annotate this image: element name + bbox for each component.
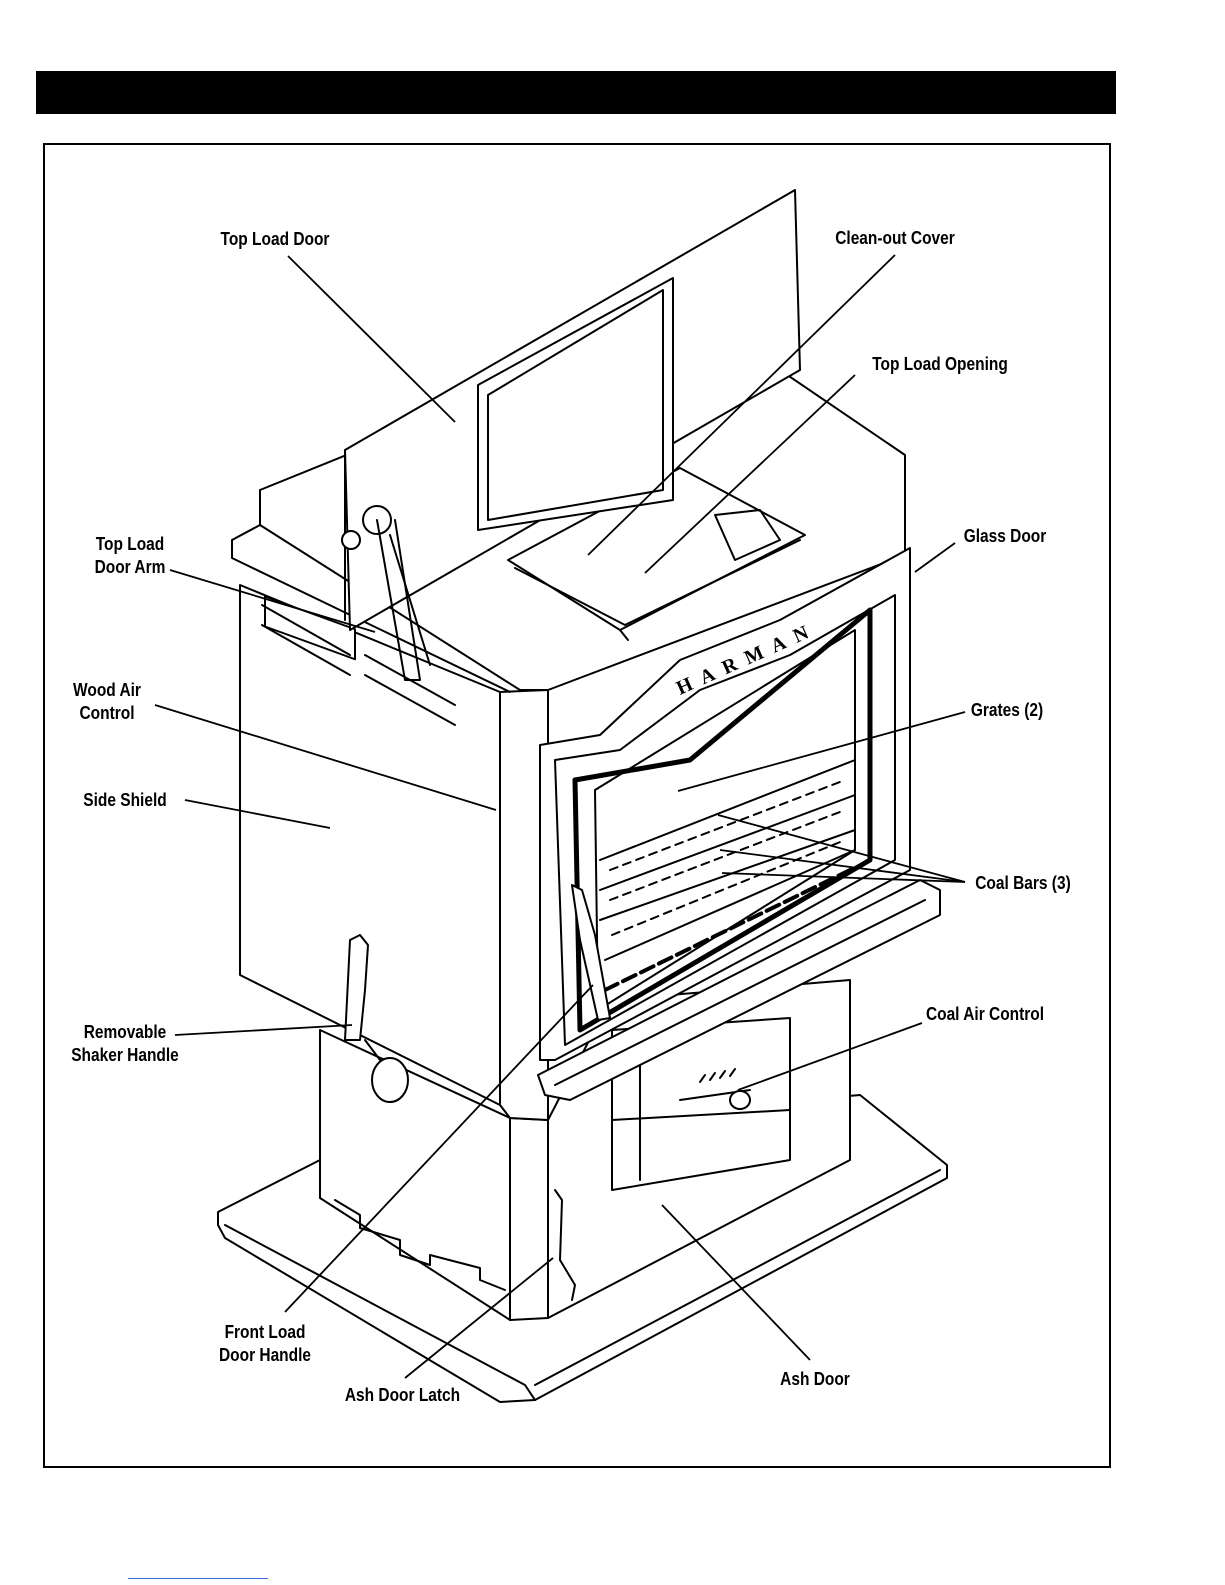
label-clean-out-cover: Clean-out Cover [831,227,960,250]
side-shield [240,585,500,1105]
label-ash-door: Ash Door [772,1368,858,1391]
footer-link-underline[interactable] [128,1578,268,1579]
label-top-load-door: Top Load Door [215,228,335,251]
label-coal-bars: Coal Bars (3) [967,872,1079,895]
label-removable-shaker-handle: Removable Shaker Handle [65,1021,185,1067]
label-top-load-door-arm: Top Load Door Arm [83,533,178,579]
label-glass-door: Glass Door [953,525,1056,548]
label-front-load-door-handle: Front Load Door Handle [209,1321,321,1367]
label-side-shield: Side Shield [73,789,176,812]
label-top-load-opening: Top Load Opening [867,353,1013,376]
label-coal-air-control: Coal Air Control [916,1003,1054,1026]
label-wood-air-control: Wood Air Control [60,679,155,725]
label-ash-door-latch: Ash Door Latch [340,1384,465,1407]
label-grates: Grates (2) [960,699,1055,722]
